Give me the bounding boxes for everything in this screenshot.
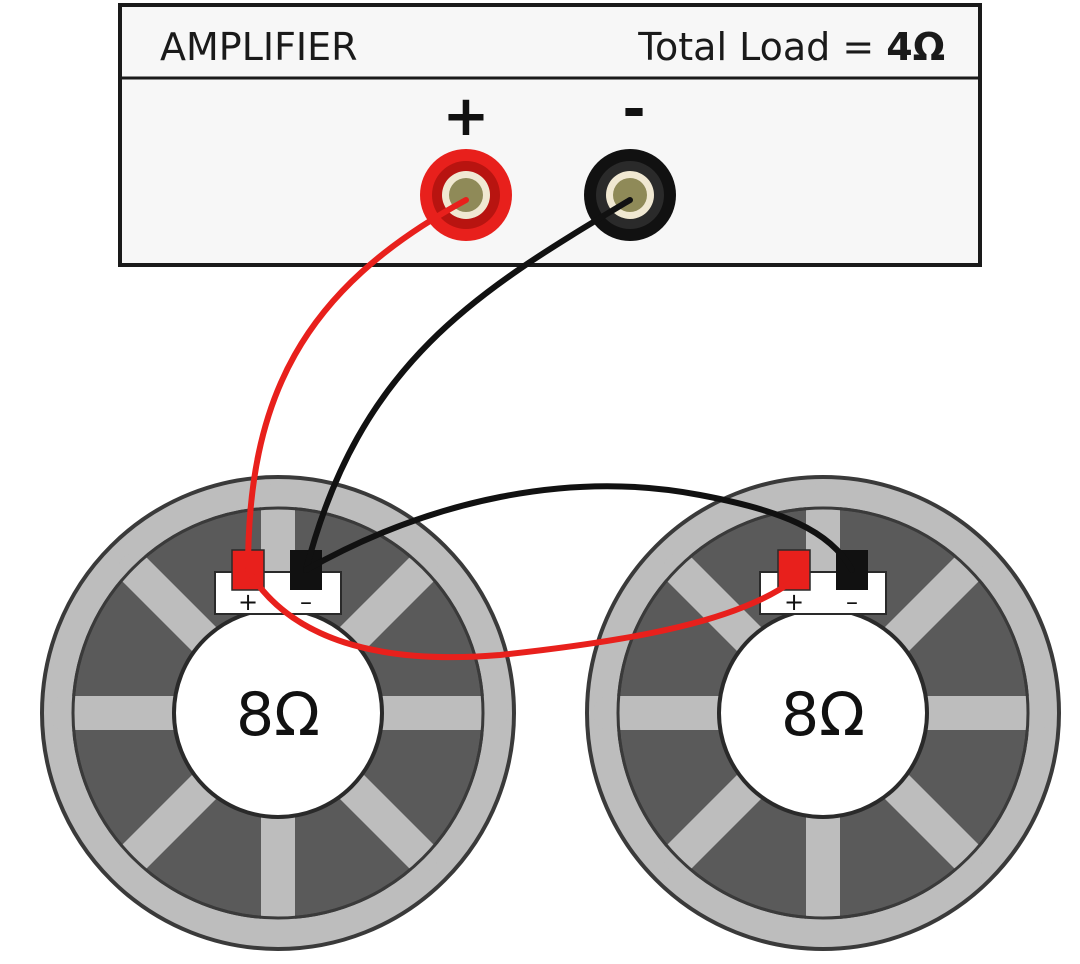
speaker-1-negative-to-speaker-2-negative-wire <box>303 483 855 573</box>
speaker-2-plus-label: + <box>784 588 804 616</box>
speaker-1-positive-to-speaker-2-positive-wire <box>245 567 797 661</box>
speaker-1-plus-label: + <box>238 588 258 616</box>
speaker-1: 8Ω + – <box>40 475 516 951</box>
total-load-text: Total Load = 4Ω <box>637 25 945 69</box>
amplifier-title: AMPLIFIER <box>160 25 358 69</box>
wires <box>245 197 855 661</box>
amplifier-minus-label: - <box>622 77 645 142</box>
speaker-2-terminal-block: + – <box>759 549 887 616</box>
amplifier-panel: AMPLIFIER Total Load = 4Ω + - <box>118 3 982 267</box>
speaker-2: 8Ω + – <box>585 475 1061 951</box>
speaker-1-impedance: 8Ω <box>236 680 320 750</box>
amplifier-positive-binding-post <box>420 149 512 241</box>
total-load-value: 4Ω <box>886 25 945 69</box>
amplifier-negative-binding-post <box>584 149 676 241</box>
amplifier-box <box>118 3 982 267</box>
amp-positive-to-speaker-1-wire <box>245 197 469 573</box>
total-load-prefix: Total Load = <box>637 25 886 69</box>
amplifier-plus-label: + <box>443 84 490 149</box>
speaker-2-positive-terminal <box>777 549 811 591</box>
amp-negative-to-speaker-1-wire <box>303 197 633 573</box>
speaker-1-minus-label: – <box>300 588 312 616</box>
speaker-2-minus-label: – <box>846 588 858 616</box>
speaker-2-impedance: 8Ω <box>781 680 865 750</box>
